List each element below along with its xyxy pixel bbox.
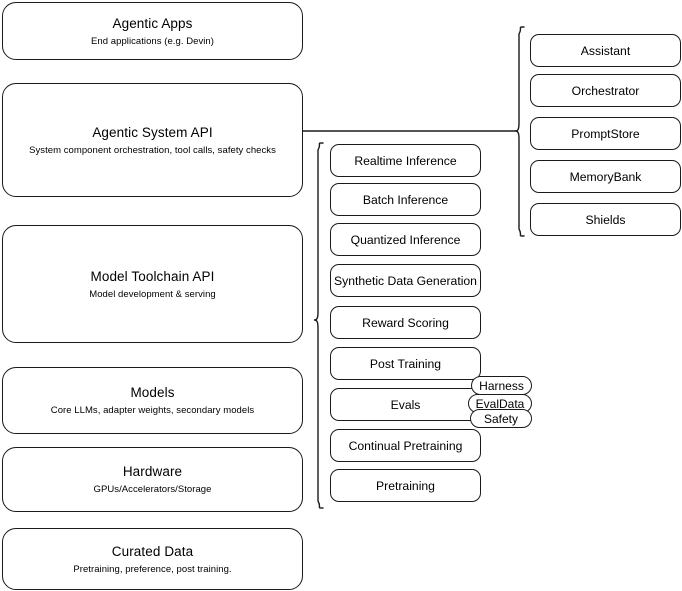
layer-title: Hardware xyxy=(122,464,183,479)
toolchain-box-label: Evals xyxy=(390,397,421,412)
eval-tag-label: EvalData xyxy=(475,396,525,411)
layer-box-hardware[interactable]: Hardware GPUs/Accelerators/Storage xyxy=(2,447,303,512)
system-box-label: Shields xyxy=(585,212,626,227)
layer-subtitle: GPUs/Accelerators/Storage xyxy=(93,484,212,495)
layer-box-curated-data[interactable]: Curated Data Pretraining, preference, po… xyxy=(2,528,303,590)
layer-title: Curated Data xyxy=(111,543,194,559)
brace-toolchain-components xyxy=(313,142,324,509)
toolchain-box-batch-inference[interactable]: Batch Inference xyxy=(330,183,481,216)
layer-title: Agentic System API xyxy=(92,124,213,140)
toolchain-box-synthetic-data-generation[interactable]: Synthetic Data Generation xyxy=(330,264,481,297)
layer-subtitle: Pretraining, preference, post training. xyxy=(73,563,232,575)
system-box-label: Assistant xyxy=(580,43,631,58)
toolchain-box-label: Post Training xyxy=(369,356,442,371)
layer-subtitle: Core LLMs, adapter weights, secondary mo… xyxy=(50,405,255,416)
system-box-label: PromptStore xyxy=(571,126,640,141)
layer-box-models[interactable]: Models Core LLMs, adapter weights, secon… xyxy=(2,367,303,434)
layer-subtitle: Model development & serving xyxy=(89,288,216,300)
layer-title: Model Toolchain API xyxy=(90,268,215,284)
layer-box-model-toolchain-api[interactable]: Model Toolchain API Model development & … xyxy=(2,225,303,343)
layer-title: Models xyxy=(130,385,175,400)
eval-tag-harness[interactable]: Harness xyxy=(471,376,532,395)
toolchain-box-label: Continual Pretraining xyxy=(348,438,463,453)
layer-subtitle: End applications (e.g. Devin) xyxy=(91,35,214,47)
layer-box-agentic-apps[interactable]: Agentic Apps End applications (e.g. Devi… xyxy=(2,2,303,60)
toolchain-box-label: Pretraining xyxy=(376,478,435,493)
toolchain-box-evals[interactable]: Evals xyxy=(330,388,481,421)
toolchain-box-label: Realtime Inference xyxy=(354,153,457,168)
toolchain-box-quantized-inference[interactable]: Quantized Inference xyxy=(330,223,481,256)
toolchain-box-label: Synthetic Data Generation xyxy=(334,273,477,288)
brace-system-components xyxy=(514,26,525,237)
eval-tag-safety[interactable]: Safety xyxy=(470,409,532,428)
toolchain-box-reward-scoring[interactable]: Reward Scoring xyxy=(330,306,481,339)
system-box-assistant[interactable]: Assistant xyxy=(530,34,681,67)
eval-tag-label: Safety xyxy=(483,411,519,426)
layer-subtitle: System component orchestration, tool cal… xyxy=(29,144,276,156)
layer-box-agentic-system-api[interactable]: Agentic System API System component orch… xyxy=(2,83,303,197)
system-box-label: Orchestrator xyxy=(571,83,640,98)
system-box-orchestrator[interactable]: Orchestrator xyxy=(530,74,681,107)
system-box-label: MemoryBank xyxy=(569,169,642,184)
toolchain-box-continual-pretraining[interactable]: Continual Pretraining xyxy=(330,429,481,462)
system-box-shields[interactable]: Shields xyxy=(530,203,681,236)
toolchain-box-post-training[interactable]: Post Training xyxy=(330,347,481,380)
toolchain-box-pretraining[interactable]: Pretraining xyxy=(330,469,481,502)
eval-tag-label: Harness xyxy=(479,378,524,393)
layer-title: Agentic Apps xyxy=(112,15,193,31)
toolchain-box-label: Reward Scoring xyxy=(362,315,449,330)
toolchain-box-label: Quantized Inference xyxy=(350,232,461,247)
toolchain-box-realtime-inference[interactable]: Realtime Inference xyxy=(330,144,481,177)
system-box-promptstore[interactable]: PromptStore xyxy=(530,117,681,150)
system-box-memorybank[interactable]: MemoryBank xyxy=(530,160,681,193)
toolchain-box-label: Batch Inference xyxy=(362,192,449,207)
